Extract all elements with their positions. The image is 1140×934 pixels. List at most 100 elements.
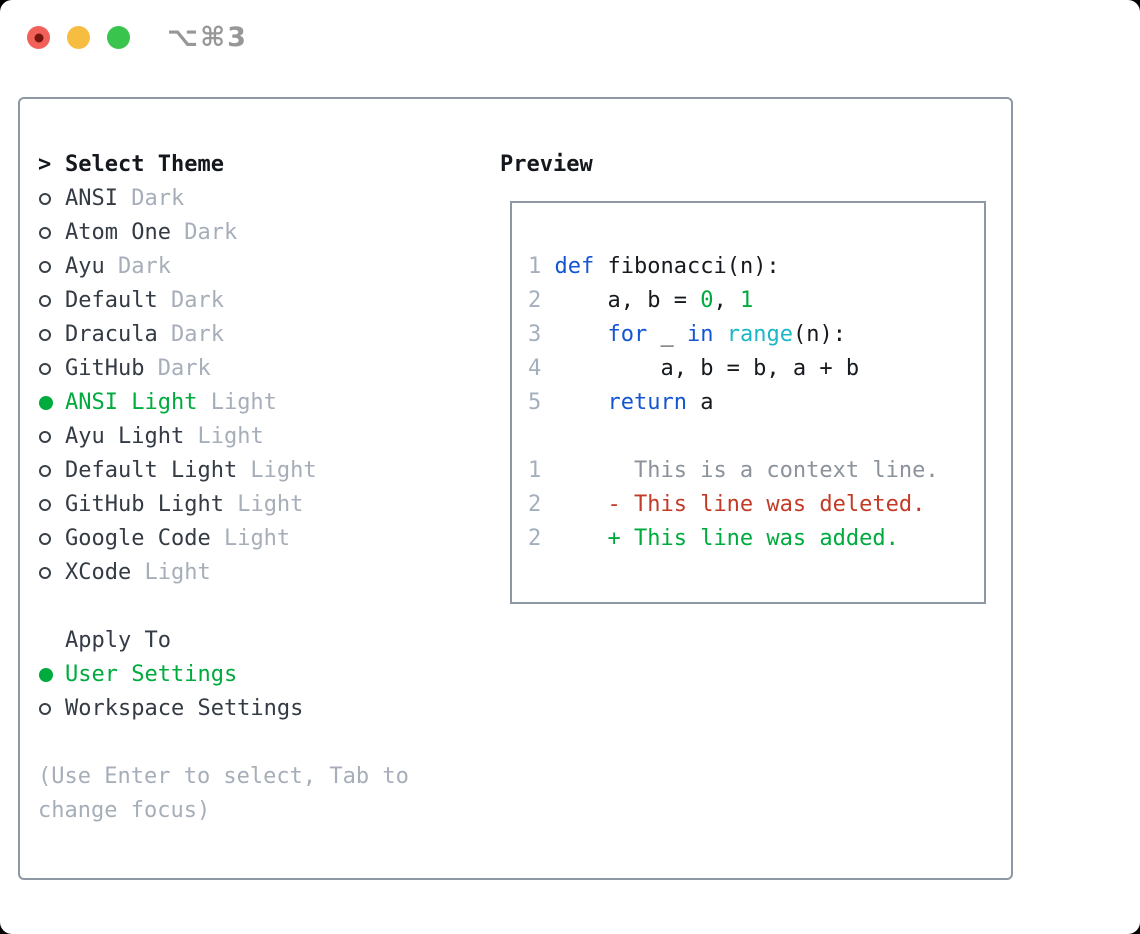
theme-name: Google Code [65, 526, 211, 551]
theme-variant: Light [131, 560, 211, 585]
code-line: 2 a, b = 0, 1 [528, 284, 984, 318]
apply-option-workspace-settings[interactable]: Workspace Settings [38, 692, 303, 726]
unsaved-dot-icon [34, 33, 43, 42]
radio-icon [39, 329, 51, 341]
apply-option-user-settings[interactable]: User Settings [38, 658, 303, 692]
code-segment [555, 322, 608, 347]
window-title: ⌥⌘3 [167, 22, 248, 53]
preview-heading: Preview [500, 152, 593, 177]
theme-option-ayu-light[interactable]: Ayu Light Light [38, 420, 317, 454]
theme-list-header: >Select Theme [38, 148, 317, 182]
radio-icon [39, 363, 51, 375]
theme-option-atom-one[interactable]: Atom One Dark [38, 216, 317, 250]
titlebar: ⌥⌘3 [0, 0, 1140, 75]
code-line: 3 for _ in range(n): [528, 318, 984, 352]
line-number: 4 [528, 356, 555, 381]
theme-variant: Light [184, 424, 264, 449]
theme-variant: Dark [157, 288, 224, 313]
theme-option-default[interactable]: Default Dark [38, 284, 317, 318]
theme-variant: Light [237, 458, 317, 483]
theme-variant: Dark [157, 322, 224, 347]
code-segment: return [607, 390, 687, 415]
code-segment: a, b = [554, 288, 701, 313]
theme-option-ansi-light[interactable]: ANSI Light Light [38, 386, 317, 420]
line-number: 5 [528, 390, 555, 415]
code-segment: , [713, 288, 740, 313]
theme-option-ansi[interactable]: ANSI Dark [38, 182, 317, 216]
theme-variant: Light [210, 526, 291, 551]
theme-option-github[interactable]: GitHub Dark [38, 352, 317, 386]
apply-option-label: User Settings [65, 662, 238, 687]
theme-list-title: Select Theme [65, 152, 224, 177]
theme-name: Atom One [65, 220, 171, 245]
radio-icon [39, 499, 51, 511]
theme-option-xcode[interactable]: XCode Light [38, 556, 317, 590]
line-number: 1 [528, 458, 555, 483]
code-line: 1 def fibonacci(n): [528, 250, 984, 284]
theme-option-github-light[interactable]: GitHub Light Light [38, 488, 317, 522]
line-number: 1 [528, 254, 555, 279]
theme-option-dracula[interactable]: Dracula Dark [38, 318, 317, 352]
radio-icon [39, 193, 51, 205]
theme-option-default-light[interactable]: Default Light Light [38, 454, 317, 488]
code-segment: This is a context line. [554, 458, 939, 483]
code-line: 4 a, b = b, a + b [528, 352, 984, 386]
apply-option-label: Workspace Settings [65, 696, 304, 721]
code-segment: fibonacci(n): [594, 254, 780, 279]
apply-to-label: Apply To [65, 628, 171, 653]
line-number: 2 [528, 492, 555, 517]
help-line: change focus) [38, 798, 211, 823]
code-segment: for [607, 322, 648, 347]
traffic-lights [27, 26, 130, 49]
theme-name: Default Light [65, 458, 238, 483]
help-text: (Use Enter to select, Tab to change focus… [38, 760, 409, 828]
radio-icon [39, 465, 51, 477]
code-line: 2 - This line was deleted. [528, 488, 984, 522]
theme-name: Ayu Light [65, 424, 185, 449]
radio-selected-icon [39, 668, 53, 682]
code-segment: in [686, 322, 714, 347]
radio-icon [39, 227, 51, 239]
minimize-button[interactable] [67, 26, 90, 49]
code-segment: + This line was added. [554, 526, 899, 551]
code-line: 1 This is a context line. [528, 454, 984, 488]
theme-variant: Light [223, 492, 304, 517]
radio-icon [39, 567, 51, 579]
help-line: (Use Enter to select, Tab to [38, 764, 409, 789]
theme-variant: Dark [144, 356, 211, 381]
theme-variant: Dark [104, 254, 171, 279]
theme-name: Dracula [65, 322, 158, 347]
close-button[interactable] [27, 26, 50, 49]
theme-option-ayu[interactable]: Ayu Dark [38, 250, 317, 284]
code-segment: _ [647, 322, 687, 347]
code-segment: a [686, 390, 714, 415]
theme-variant: Dark [117, 186, 185, 211]
theme-variant: Light [197, 390, 277, 415]
radio-icon [39, 703, 51, 715]
code-blank-line [528, 420, 984, 454]
theme-name: ANSI Light [65, 390, 198, 415]
radio-selected-icon [39, 396, 53, 410]
radio-icon [39, 295, 51, 307]
code-line: 5 return a [528, 386, 984, 420]
theme-variant: Dark [170, 220, 238, 245]
line-number: 3 [528, 322, 555, 347]
theme-name: ANSI [65, 186, 118, 211]
theme-name: XCode [65, 560, 132, 585]
theme-name: GitHub Light [65, 492, 224, 517]
theme-name: Ayu [65, 254, 105, 279]
theme-name: GitHub [65, 356, 145, 381]
radio-icon [39, 533, 51, 545]
theme-name: Default [65, 288, 158, 313]
zoom-button[interactable] [107, 26, 130, 49]
code-segment: def [554, 254, 595, 279]
code-segment: 1 [739, 288, 754, 313]
theme-option-google-code[interactable]: Google Code Light [38, 522, 317, 556]
line-number: 2 [528, 288, 555, 313]
